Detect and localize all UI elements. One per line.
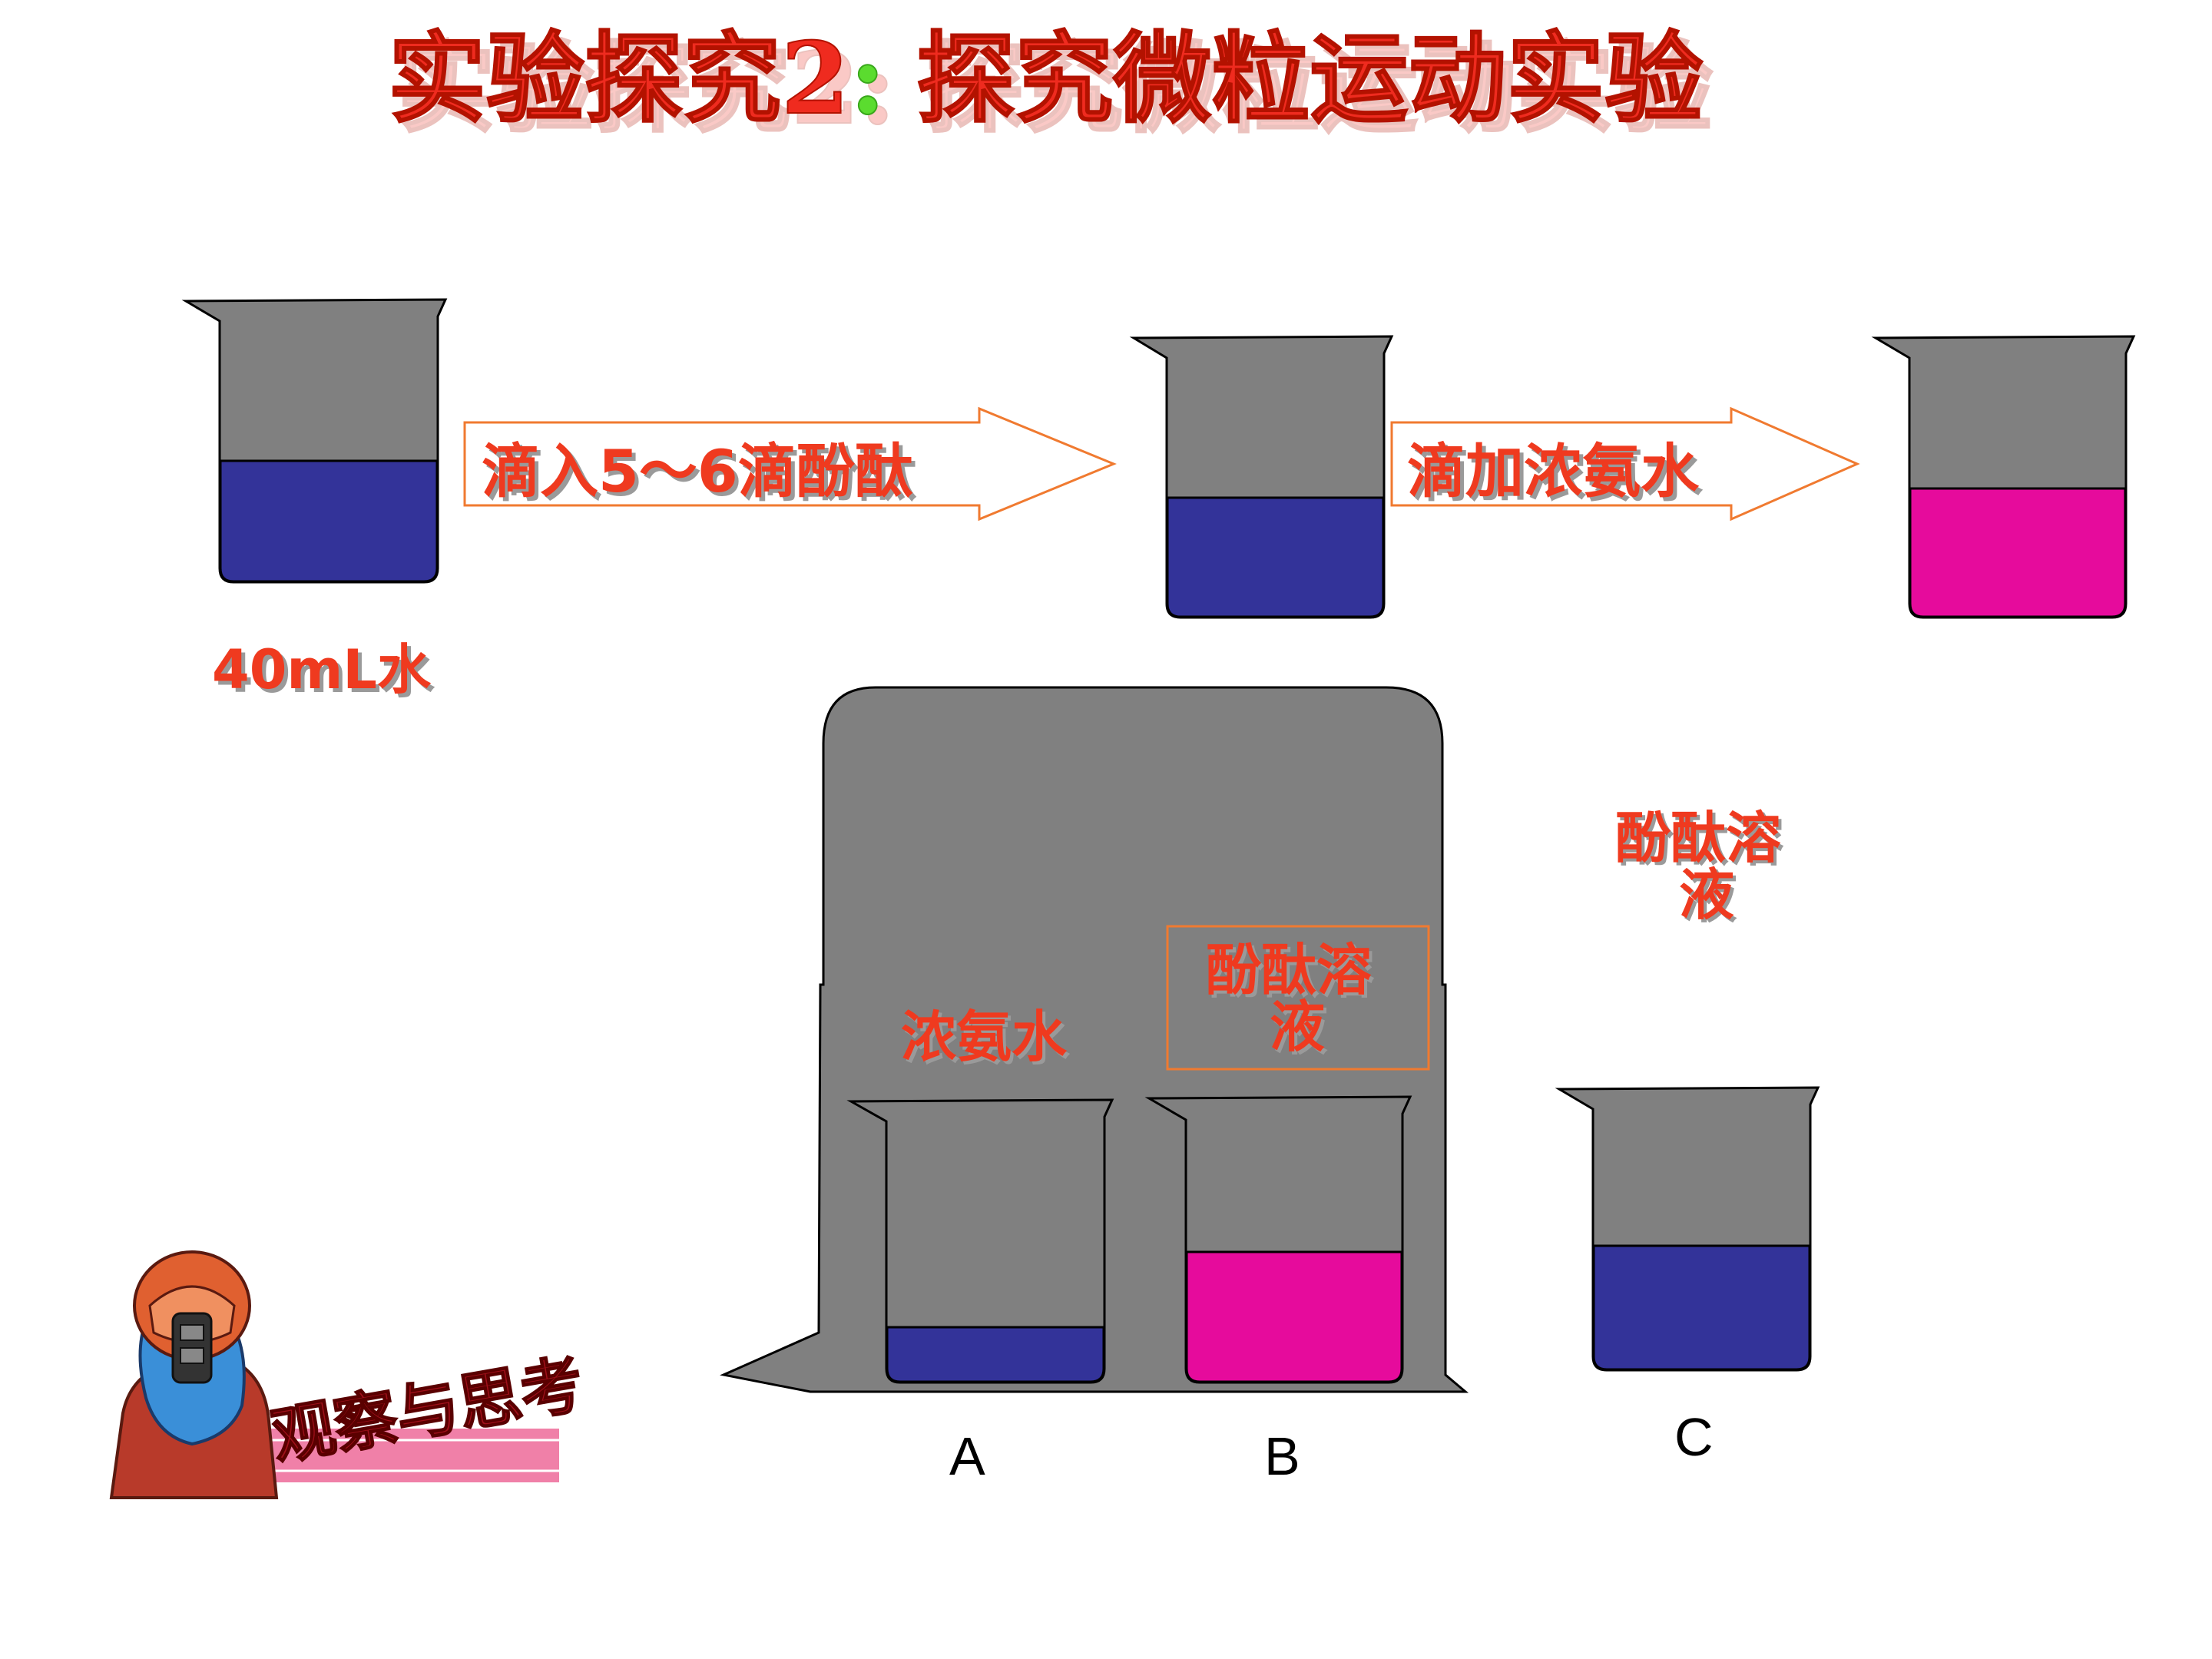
water-volume-label: 40mL水 40mL水 xyxy=(212,638,435,705)
ammonia-label-shadow: 浓氨水 xyxy=(904,1008,1071,1072)
water-volume-shadow: 40mL水 xyxy=(216,642,435,705)
title-shadow: 实验探究2:探究微粒运动实验 xyxy=(398,31,1713,147)
label-c: C xyxy=(1674,1407,1714,1467)
arrow-shape xyxy=(1390,406,1860,522)
scientist-icon xyxy=(109,1250,279,1499)
pink-solution-liquid xyxy=(1909,487,2127,618)
beaker-c: 酚酞溶 酚酞溶 液 液 xyxy=(1555,806,1820,1372)
colorless-solution-liquid xyxy=(1166,496,1385,618)
arrow-add-ammonia: 滴加浓氨水 滴加浓氨水 xyxy=(1390,406,1860,522)
water-liquid xyxy=(219,459,439,583)
label-b: B xyxy=(1264,1426,1300,1486)
title-colon: : xyxy=(849,22,886,137)
arrow-add-phenolphthalein: 滴入5～6滴酚酞 滴入5～6滴酚酞 xyxy=(463,406,1117,522)
beaker-with-phenolphthalein xyxy=(1129,335,1394,619)
beaker-water xyxy=(181,298,448,584)
beaker-c-label-line2: 液 xyxy=(1679,863,1734,927)
arrow-label: 滴入5～6滴酚酞 xyxy=(482,437,913,505)
beaker-c-label-line1: 酚酞溶 xyxy=(1615,806,1781,870)
title-suffix: 探究微粒运动实验 xyxy=(916,22,1703,137)
beaker-pink-result xyxy=(1871,335,2136,619)
beaker-b-label-line1-shadow: 酚酞溶 xyxy=(1209,941,1375,1005)
beaker-b-label-line2: 液 xyxy=(1270,995,1325,1059)
title-prefix: 实验探究2 xyxy=(388,22,849,137)
page-title: 实验探究2:探究微粒运动实验 实验探究2:探究微粒运动实验 xyxy=(387,21,1714,147)
ammonia-liquid xyxy=(886,1326,1105,1383)
beaker-c-label-line2-shadow: 液 xyxy=(1682,866,1737,930)
colorless-solution-liquid xyxy=(1592,1244,1811,1371)
ammonia-label: 浓氨水 xyxy=(901,1005,1068,1069)
arrow-label-shadow: 滴入5～6滴酚酞 xyxy=(485,441,917,509)
title-text: 实验探究2: 探究微粒运动实验 xyxy=(388,22,1703,137)
beaker-b-label-box xyxy=(1166,925,1430,1071)
beaker-b-label-line2-shadow: 液 xyxy=(1273,998,1328,1062)
label-a: A xyxy=(949,1426,985,1486)
arrow-label-shadow: 滴加浓氨水 xyxy=(1411,441,1704,509)
beaker-b: 酚酞溶 酚酞溶 液 液 xyxy=(1144,925,1430,1384)
badge-pink-band xyxy=(253,1429,559,1482)
water-volume-text: 40mL水 xyxy=(212,638,432,701)
arrow-label: 滴加浓氨水 xyxy=(1407,437,1700,505)
beaker-c-label-line1-shadow: 酚酞溶 xyxy=(1618,809,1784,873)
beaker-b-label-line1: 酚酞溶 xyxy=(1206,938,1372,1002)
pink-solution-liquid xyxy=(1185,1250,1403,1383)
arrow-shape xyxy=(463,406,1117,522)
beaker-a xyxy=(846,1098,1114,1384)
observe-and-think-badge: 观察与思考 xyxy=(109,1250,590,1499)
